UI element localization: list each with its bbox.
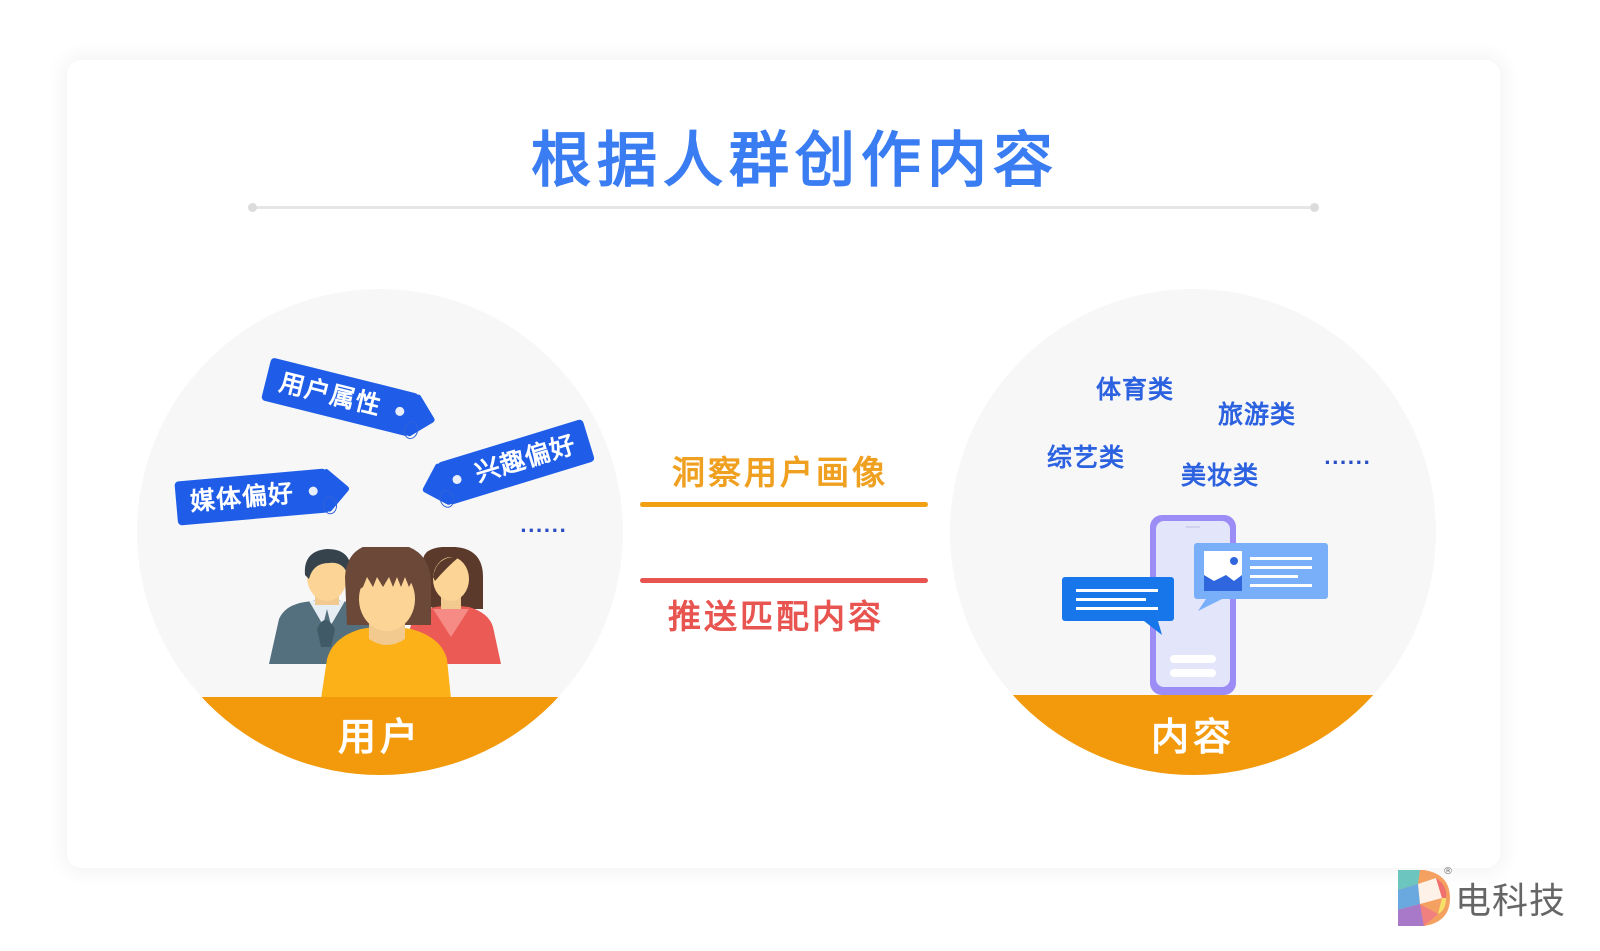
content-more-ellipsis: ...... <box>1324 448 1372 469</box>
users-circle: 用户 <box>137 289 623 775</box>
page-title: 根据人群创作内容 <box>531 126 1059 196</box>
users-more-ellipsis: ...... <box>520 516 568 537</box>
category-variety: 综艺类 <box>1047 443 1126 472</box>
brand-logo-icon <box>1398 870 1450 926</box>
phone-messages-icon <box>1062 515 1328 695</box>
category-sports: 体育类 <box>1096 375 1175 404</box>
content-label: 内容 <box>1150 715 1235 759</box>
users-label: 用户 <box>337 715 422 759</box>
title-divider <box>248 203 1319 212</box>
divider-dot-left <box>248 203 257 212</box>
brand-watermark: 电科技 <box>1455 881 1567 922</box>
category-beauty: 美妆类 <box>1181 461 1260 490</box>
insight-line <box>640 502 928 507</box>
content-circle: 内容 <box>950 289 1436 775</box>
divider-dot-right <box>1310 203 1319 212</box>
content-band <box>950 695 1436 775</box>
users-band <box>137 697 623 775</box>
push-line <box>640 578 928 583</box>
insight-label: 洞察用户画像 <box>672 453 888 492</box>
category-travel: 旅游类 <box>1218 400 1297 429</box>
registered-mark: ® <box>1443 866 1453 877</box>
people-group-icon <box>269 547 501 699</box>
push-label: 推送匹配内容 <box>668 597 884 636</box>
